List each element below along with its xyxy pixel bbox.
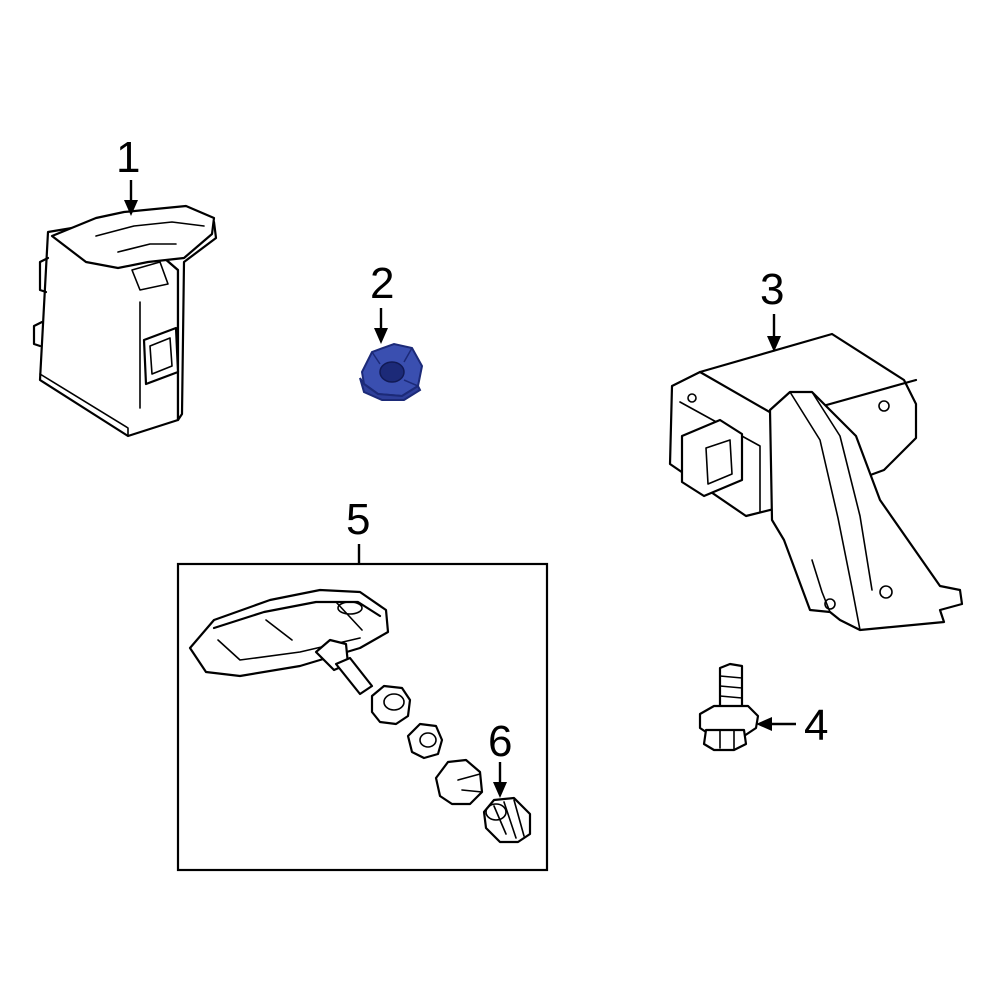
part-5-tpms-sensor-kit[interactable] bbox=[176, 562, 549, 872]
callout-5: 5 bbox=[346, 495, 370, 564]
kit-frame bbox=[176, 562, 549, 872]
callout-arrowhead-3 bbox=[767, 336, 781, 352]
callout-label-3: 3 bbox=[760, 265, 784, 314]
callout-arrowhead-1 bbox=[124, 200, 138, 216]
callout-label-4: 4 bbox=[804, 701, 828, 750]
callout-1: 1 bbox=[116, 133, 140, 216]
callout-label-5: 5 bbox=[346, 495, 370, 544]
callout-2: 2 bbox=[370, 259, 394, 344]
part-3-module-bracket[interactable] bbox=[668, 332, 964, 632]
callout-label-6: 6 bbox=[488, 717, 512, 766]
part-1-control-module[interactable] bbox=[32, 204, 218, 438]
callout-label-1: 1 bbox=[116, 133, 140, 182]
part-4-bolt[interactable] bbox=[698, 662, 760, 752]
nut-hole bbox=[379, 361, 405, 383]
nut-flange bbox=[359, 377, 422, 401]
callout-arrowhead-4 bbox=[756, 717, 772, 731]
callout-arrowhead-2 bbox=[374, 328, 388, 344]
callout-6: 6 bbox=[488, 717, 512, 798]
part-2-nut[interactable] bbox=[359, 342, 424, 401]
callout-arrowhead-6 bbox=[493, 782, 507, 798]
callout-label-2: 2 bbox=[370, 259, 394, 308]
part-6-valve-cap[interactable] bbox=[482, 796, 532, 844]
callout-4: 4 bbox=[756, 701, 828, 750]
callout-3: 3 bbox=[760, 265, 784, 352]
